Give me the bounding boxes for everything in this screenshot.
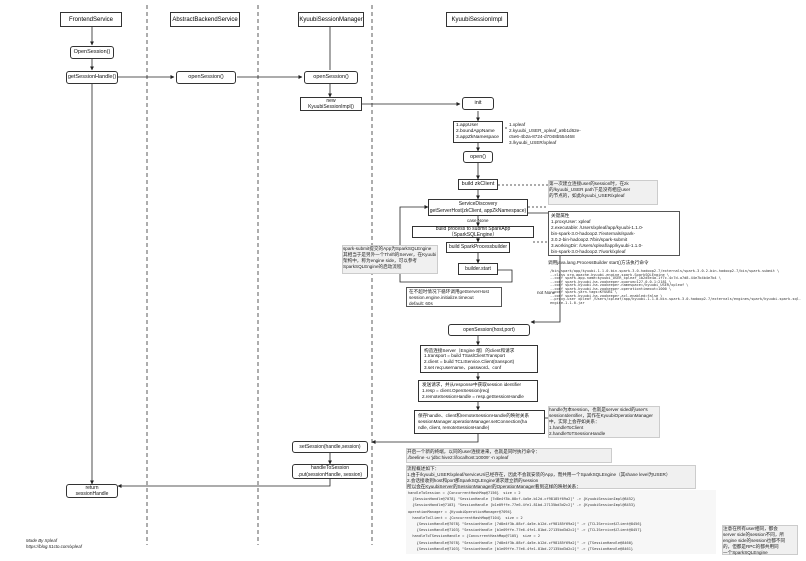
open-session-backend: openSession() [176, 71, 236, 84]
spark-submit-command: /bin/spark/app/kyuubi-1.1.0-bin-spark-3.… [548, 268, 801, 305]
flow-arrows [90, 27, 561, 488]
send-open-session-request: 发送请求，并从response中获取session identifier 1.r… [418, 380, 538, 402]
save-handle-mapping: 保存handle、client和remoteSessionHandle的映射关系… [414, 410, 545, 434]
process-summary-note: 流程概述如下： 1.由于/kyuubi_USER/xpleaf/serviceU… [406, 465, 696, 489]
key-properties-note: 关键属性 1.proxyUser: xpleaf 2.executable: /… [548, 211, 680, 256]
open-session-frontend: OpenSession() [70, 46, 114, 59]
case-none-label: case None [467, 218, 489, 223]
process-builder-note: 调用java.lang.ProcessBuilder start()方法执行命令 [548, 260, 649, 265]
debug-line: operationManager = {KyuubiOperationManag… [408, 509, 512, 514]
init-step: init [462, 97, 494, 110]
set-session: setSession(handle,session) [292, 441, 368, 453]
lifelines [146, 5, 373, 545]
command-line: --conf spark.app.name=kyuubi_USER_xpleaf… [550, 276, 721, 280]
column-frontend-service: FrontendService [60, 12, 122, 27]
shared-engine-note: 注意在所有user相同，都会 server side的session不同，所 e… [722, 525, 798, 555]
not-none-label: not None [537, 290, 556, 295]
debug-line: {SessionHandle@7078} "SessionHandle [7d8… [408, 540, 634, 545]
spark-submit-note: spark-submit提交的App为SparkSQLEngine 其相当于是另… [342, 245, 438, 274]
command-line: --conf spark.kyuubi.ha.zookeeper.quorum=… [550, 279, 672, 284]
build-client-request: 构造连接Server（Engine 端）的client和请求 1.transpo… [420, 345, 538, 373]
debug-line: handleToTSessionHandle = {ConcurrentHash… [408, 534, 540, 539]
handle-to-session-put: handleToSession .put(sessionHandle, sess… [292, 464, 368, 479]
init-values-note: 1.xpleaf 2.kyuubi_USER_xpleaf_a9b1d62e- … [509, 122, 581, 145]
debug-line: {SessionHandle@7078} "SessionHandle [7d8… [408, 522, 642, 526]
build-process-submit-sparkapp: build process to submit SparkApp（SparkSQ… [412, 226, 534, 238]
open-session-host-port: openSession(host,port) [448, 324, 530, 336]
command-line: /bin/spark/app/kyuubi-1.1.0-bin-spark-3.… [550, 269, 780, 273]
return-session-handle: return sessionHandle [66, 484, 118, 498]
builder-start: builder.start [458, 263, 498, 275]
build-zk-client: build zkClient [458, 179, 498, 190]
debug-line: handleToSession = {ConcurrentHashMap@715… [408, 491, 521, 495]
debug-line: {SessionHandle@7103} "SessionHandle [b1e… [408, 503, 636, 508]
column-kyuubi-session-manager: KyuubiSessionManager [298, 12, 364, 27]
get-session-handle: getSessionHandle() [66, 71, 118, 84]
build-spark-process-builder: build SparkProcessbuilder [446, 242, 510, 253]
command-line: --conf spark.kyuubi.ha.zookeeper.acl.ena… [550, 293, 663, 298]
debug-line: handleToClient = {ConcurrentHashMap@7104… [408, 515, 523, 520]
open-step: open() [463, 151, 493, 163]
init-fields: 1.appUser 2.boundAppName 3.appZkNamespac… [453, 121, 503, 143]
command-line: --proxy-user xpleaf /Users/xpleaf/app/ky… [550, 297, 801, 301]
column-abstract-backend-service: AbstractBackendService [170, 12, 240, 27]
debug-line: {SessionHandle@7103} "SessionHandle [b1e… [408, 546, 634, 551]
command-line: --conf spark.yarn.tags=KYUUBI \ [550, 290, 618, 294]
author-signature: Made By Xpleaf https://blog.51cto.com/xp… [26, 538, 82, 549]
new-terminal-note: 开启一个新的终端，以同的user连接进来，也就是同时执行命令： ./beelin… [406, 448, 612, 463]
open-session-manager: openSession() [304, 71, 358, 84]
first-time-note: 第一次建立连接user的session时，在zk 的/kyuubi_USER p… [548, 180, 658, 205]
service-discovery: ServiceDiscovery getServerHost(zkClient,… [428, 199, 528, 216]
command-line: --class org.apache.kyuubi.engine.spark.S… [550, 272, 669, 277]
handle-note: handle为本session，也就是server sided的user's s… [548, 406, 660, 438]
command-line: --conf spark.kyuubi.ha.zookeeper.namespa… [550, 283, 689, 287]
command-line: engine-1.1.0.jar [550, 300, 585, 305]
command-line: --conf spark.kyuubi.ha.zookeeper.operati… [550, 286, 672, 291]
new-kyuubi-session-impl: new KyuubiSessionImpl() [300, 97, 362, 111]
debug-line: {SessionHandle@7103} "SessionHandle [b1e… [408, 528, 642, 533]
debug-variables-panel: handleToSession = {ConcurrentHashMap@715… [406, 490, 716, 554]
debug-line: {SessionHandle@7078} "SessionHandle [7d8… [408, 497, 636, 502]
column-kyuubi-session-impl: KyuubiSessionImpl [446, 12, 508, 27]
wait-loop-note: 在不超时情况下循环调用getServerHost session.engine.… [406, 287, 502, 307]
